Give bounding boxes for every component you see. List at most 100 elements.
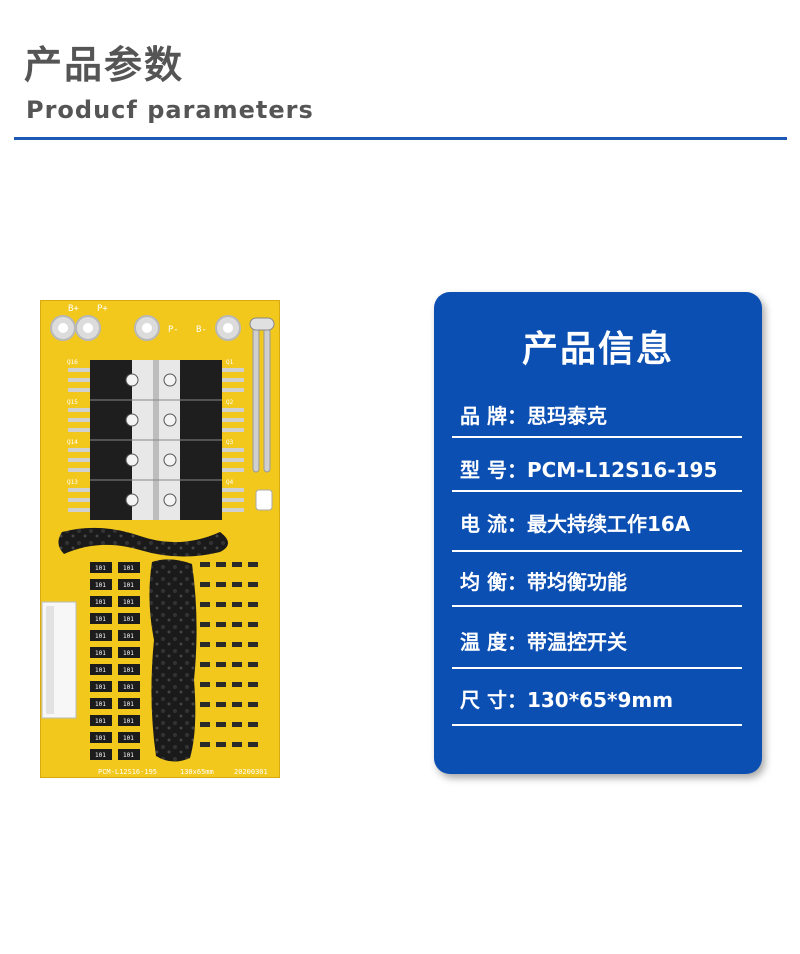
resistor-code: 101 (123, 599, 134, 606)
pcb-product-image: B+ P+ P- B- (40, 300, 280, 778)
label-board-date: 20200301 (234, 768, 268, 776)
card-title: 产品信息 (521, 329, 674, 370)
info-value: 带均衡功能 (526, 570, 627, 594)
label-board-model: PCM-L12S16-195 (98, 768, 157, 776)
label-b-minus: B- (196, 325, 207, 335)
resistor-code: 101 (95, 718, 106, 725)
resistor (118, 647, 140, 658)
info-label: 电 流： (460, 512, 527, 536)
epoxy-blob-top (58, 527, 228, 557)
info-value: 带温控开关 (526, 630, 627, 654)
info-value: 最大持续工作16A (526, 512, 691, 536)
label-b-plus: B+ (68, 304, 79, 314)
temperature-wire (249, 317, 275, 511)
info-label: 型 号： (460, 458, 527, 482)
page-subtitle: Producf parameters (26, 96, 314, 124)
balance-connector (41, 601, 77, 719)
resistor (90, 749, 112, 760)
epoxy-blob-column (149, 559, 197, 762)
resistor (118, 681, 140, 692)
resistor-code: 101 (123, 735, 134, 742)
resistor-code: 101 (95, 616, 106, 623)
row-divider (452, 605, 742, 607)
row-divider (452, 550, 742, 552)
resistor (118, 562, 140, 573)
resistor-code: 101 (95, 582, 106, 589)
label-q16: Q16 (67, 359, 78, 366)
resistor (118, 749, 140, 760)
info-row-current: 电 流：最大持续工作16A (460, 508, 744, 538)
page-title: 产品参数 (24, 43, 185, 87)
label-q4: Q4 (226, 479, 234, 486)
resistor (90, 715, 112, 726)
resistor (118, 732, 140, 743)
resistor (90, 732, 112, 743)
resistor-code: 101 (123, 667, 134, 674)
label-p-minus: P- (168, 325, 179, 335)
product-info-card: 产品信息 品 牌：思玛泰克 型 号：PCM-L12S16-195 电 流：最大持… (434, 292, 762, 774)
label-q1: Q1 (226, 359, 234, 366)
info-value: PCM-L12S16-195 (526, 458, 718, 482)
resistor-code: 101 (123, 582, 134, 589)
resistor-code: 101 (123, 718, 134, 725)
resistor (90, 613, 112, 624)
resistor-array: 101 101 101 101 101 101 101 101 101 101 101 101 101 1… (90, 562, 140, 760)
resistor-code: 101 (123, 684, 134, 691)
resistor (118, 579, 140, 590)
label-q14: Q14 (67, 439, 78, 446)
label-q2: Q2 (226, 399, 234, 406)
resistor-code: 101 (95, 735, 106, 742)
resistor-code: 101 (123, 616, 134, 623)
header-divider (14, 137, 787, 140)
mosfet-array: Q16 Q15 Q14 Q13 Q1 Q2 Q3 Q4 (67, 359, 244, 520)
row-divider (452, 436, 742, 438)
resistor-code: 101 (95, 701, 106, 708)
info-label: 尺 寸： (460, 688, 527, 712)
resistor (90, 596, 112, 607)
resistor-code: 101 (123, 650, 134, 657)
resistor (90, 664, 112, 675)
resistor (118, 698, 140, 709)
info-row-balance: 均 衡：带均衡功能 (460, 566, 744, 596)
resistor-code: 101 (123, 633, 134, 640)
label-q13: Q13 (67, 479, 78, 486)
resistor-code: 101 (95, 752, 106, 759)
resistor (118, 613, 140, 624)
info-row-size: 尺 寸：130*65*9mm (460, 684, 744, 714)
resistor-code: 101 (95, 633, 106, 640)
resistor-code: 101 (95, 667, 106, 674)
label-p-plus: P+ (97, 304, 108, 314)
info-label: 品 牌： (460, 404, 527, 428)
resistor-code: 101 (123, 565, 134, 572)
resistor (90, 630, 112, 641)
info-label: 均 衡： (460, 570, 527, 594)
label-q15: Q15 (67, 399, 78, 406)
terminal-pads (50, 315, 241, 341)
info-row-model: 型 号：PCM-L12S16-195 (460, 454, 744, 484)
resistor (90, 562, 112, 573)
resistor (118, 596, 140, 607)
label-q3: Q3 (226, 439, 234, 446)
info-value: 130*65*9mm (526, 688, 674, 712)
resistor (90, 681, 112, 692)
info-row-temperature: 温 度：带温控开关 (460, 626, 744, 656)
resistor (118, 715, 140, 726)
resistor (90, 647, 112, 658)
resistor (90, 579, 112, 590)
resistor-code: 101 (123, 752, 134, 759)
row-divider (452, 490, 742, 492)
resistor (90, 698, 112, 709)
row-divider (452, 724, 742, 726)
resistor (118, 664, 140, 675)
row-divider (452, 667, 742, 669)
info-value: 思玛泰克 (526, 404, 607, 428)
resistor-code: 101 (95, 599, 106, 606)
resistor-code: 101 (123, 701, 134, 708)
info-label: 温 度： (460, 630, 527, 654)
resistor-code: 101 (95, 565, 106, 572)
resistor-code: 101 (95, 650, 106, 657)
label-board-size: 130x65mm (180, 768, 214, 776)
info-row-brand: 品 牌：思玛泰克 (460, 400, 744, 430)
resistor (118, 630, 140, 641)
resistor-code: 101 (95, 684, 106, 691)
